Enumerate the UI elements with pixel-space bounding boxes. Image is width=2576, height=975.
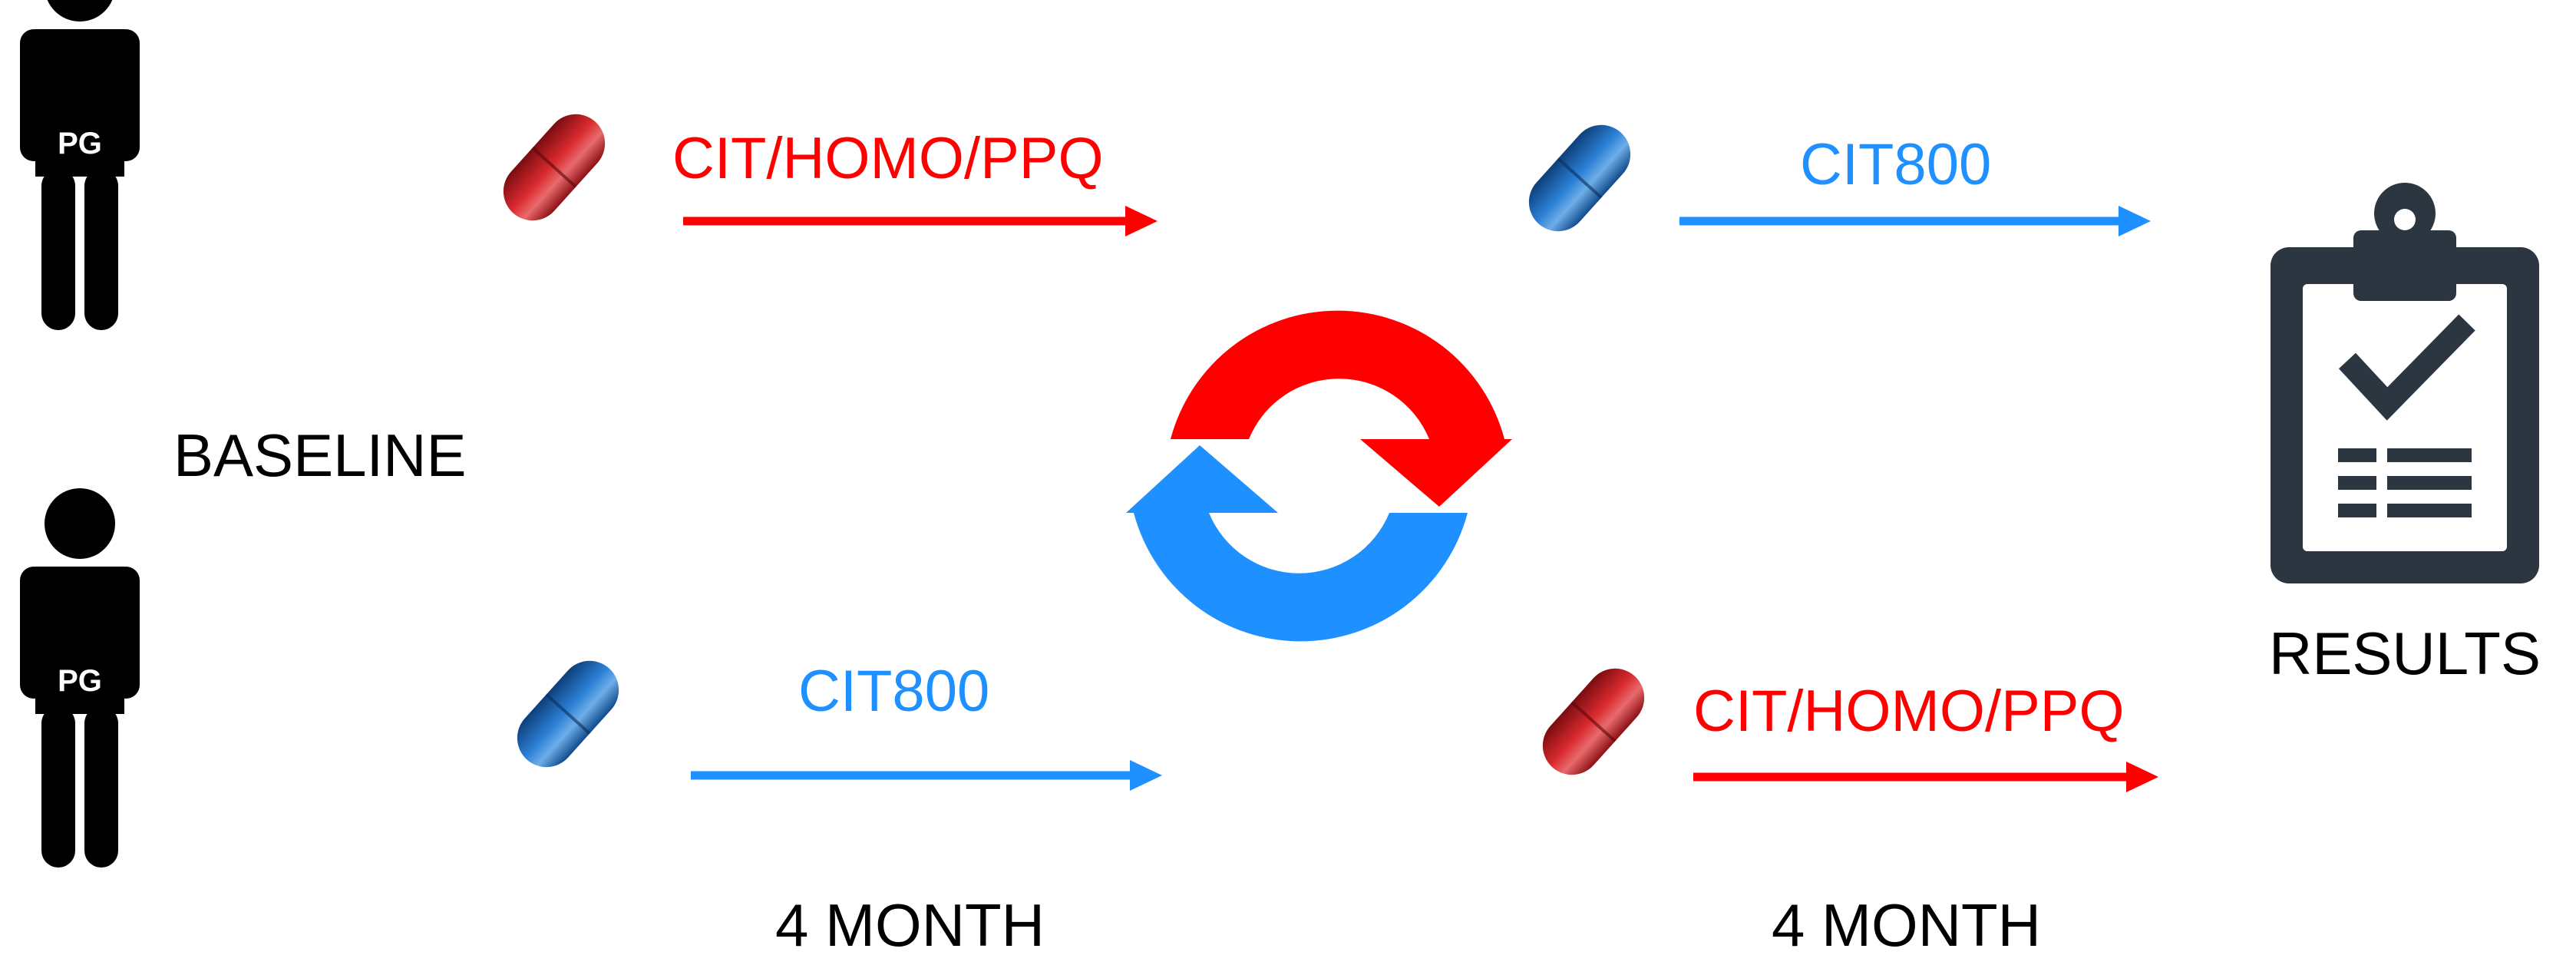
baseline-label: BASELINE — [173, 421, 467, 489]
arrow-right-icon — [1693, 762, 2158, 792]
crossover-cycle-icon — [1126, 310, 1512, 642]
period-label-2: 4 MONTH — [1772, 891, 2041, 959]
person-icon: PG — [20, 0, 140, 330]
capsule-icon — [1517, 113, 1643, 243]
treatment-label-control: CIT800 — [1800, 132, 1991, 197]
arrow-right-icon — [691, 760, 1162, 791]
treatment-label-active: CIT/HOMO/PPQ — [672, 126, 1104, 191]
participant-badge: PG — [58, 127, 102, 160]
capsule-icon — [1531, 656, 1656, 787]
participant-badge: PG — [58, 664, 102, 698]
period-label-1: 4 MONTH — [775, 891, 1045, 959]
results-label: RESULTS — [2269, 620, 2541, 687]
capsule-icon — [505, 649, 631, 779]
capsule-icon — [491, 102, 617, 233]
person-icon: PG — [20, 488, 140, 868]
arrow-right-icon — [683, 206, 1158, 236]
arrow-right-icon — [1679, 206, 2151, 236]
treatment-label-control: CIT800 — [798, 659, 989, 724]
clipboard-check-icon — [2271, 183, 2539, 583]
treatment-label-active: CIT/HOMO/PPQ — [1693, 679, 2125, 744]
